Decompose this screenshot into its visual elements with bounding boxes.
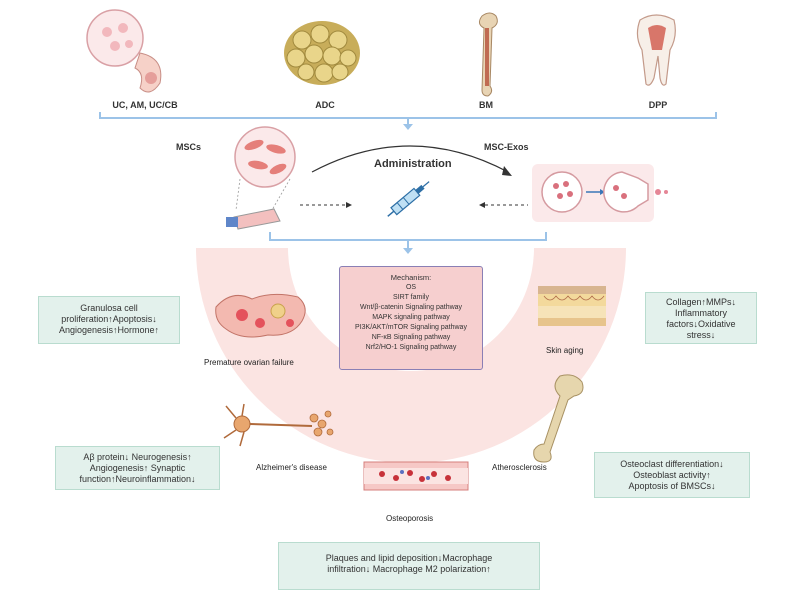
effect-line: Aβ protein↓ Neurogenesis↑ xyxy=(83,452,192,462)
source-label-bm: BM xyxy=(479,100,493,110)
msc-label: MSCs xyxy=(176,142,202,152)
mechanism-item: PI3K/AKT/mTOR Signaling pathway xyxy=(355,324,467,331)
effect-line: Granulosa cell xyxy=(80,303,138,313)
effect-line: Collagen↑MMPs↓ xyxy=(665,297,737,307)
effect-line: Angiogenesis↑ Synaptic xyxy=(89,463,186,473)
administration-arrow xyxy=(311,145,509,173)
source-label-adc: ADC xyxy=(315,100,335,110)
mechanism-item: Wnt/β-catenin Signaling pathway xyxy=(359,304,463,311)
bone-marrow-icon xyxy=(478,12,498,97)
administration-label: Administration xyxy=(374,158,452,170)
mechanism-item: Nrf2/HO-1 Signaling pathway xyxy=(365,344,457,351)
effect-line: Angiogenesis↑Hormone↑ xyxy=(58,325,160,335)
mechanism-item: OS xyxy=(405,284,417,291)
mechanism-item: NF-κB Signaling pathway xyxy=(371,334,451,341)
ovary-icon xyxy=(215,293,306,338)
sources-bracket xyxy=(99,112,717,119)
mechanism-item: MAPK signaling pathway xyxy=(372,314,450,321)
effect-line: Inflammatory xyxy=(674,308,727,318)
exosome-release-icon xyxy=(532,164,668,222)
skin-layers-icon xyxy=(538,286,606,326)
pink-ring xyxy=(196,248,626,463)
source-label-dpp: DPP xyxy=(648,100,668,110)
msc-exos-label: MSC-Exos xyxy=(484,142,529,152)
disease-label-athero: Atherosclerosis xyxy=(492,463,547,472)
blood-vessel-icon xyxy=(363,461,469,491)
effect-line: Apoptosis of BMSCs↓ xyxy=(628,481,716,491)
effect-line: Plaques and lipid deposition↓Macrophage xyxy=(325,553,493,563)
effect-line: function↑Neuroinflammation↓ xyxy=(79,474,196,484)
effect-line: factors↓Oxidative xyxy=(666,319,736,329)
syringe-icon xyxy=(387,181,430,217)
msc-cells-icon xyxy=(226,126,296,230)
tooth-icon xyxy=(636,14,676,86)
source-label-uc: UC, AM, UC/CB xyxy=(112,100,178,110)
effect-box-poi: Granulosa cell proliferation↑Apoptosis↓ … xyxy=(38,296,180,344)
disease-label-alz: Alzheimer's disease xyxy=(256,463,327,472)
disease-label-poi: Premature ovarian failure xyxy=(204,358,294,367)
mechanism-title: Mechanism: xyxy=(390,273,432,282)
effect-line: infiltration↓ Macrophage M2 polarization… xyxy=(327,564,491,574)
effect-line: Osteoclast differentiation↓ xyxy=(620,459,724,469)
disease-label-osteo: Osteoporosis xyxy=(386,514,434,523)
effect-box-athero: Plaques and lipid deposition↓Macrophage … xyxy=(278,542,540,590)
disease-label-skin: Skin aging xyxy=(546,346,584,355)
mechanism-item: SIRT family xyxy=(393,294,429,301)
effect-line: Osteoblast activity↑ xyxy=(633,470,711,480)
effect-line: proliferation↑Apoptosis↓ xyxy=(61,314,157,324)
effect-box-alz: Aβ protein↓ Neurogenesis↑ Angiogenesis↑ … xyxy=(55,446,220,490)
adipose-tissue-icon xyxy=(284,21,360,85)
umbilical-cord-icon xyxy=(86,9,162,93)
effect-line: stress↓ xyxy=(686,330,716,340)
femur-icon xyxy=(533,374,584,463)
neuron-icon xyxy=(223,403,334,447)
mechanism-box: Mechanism: OS SIRT family Wnt/β-catenin … xyxy=(339,266,483,370)
effect-box-osteo: Osteoclast differentiation↓ Osteoblast a… xyxy=(594,452,750,498)
effect-box-skin: Collagen↑MMPs↓ Inflammatory factors↓Oxid… xyxy=(645,292,757,344)
admin-bracket xyxy=(269,232,547,241)
